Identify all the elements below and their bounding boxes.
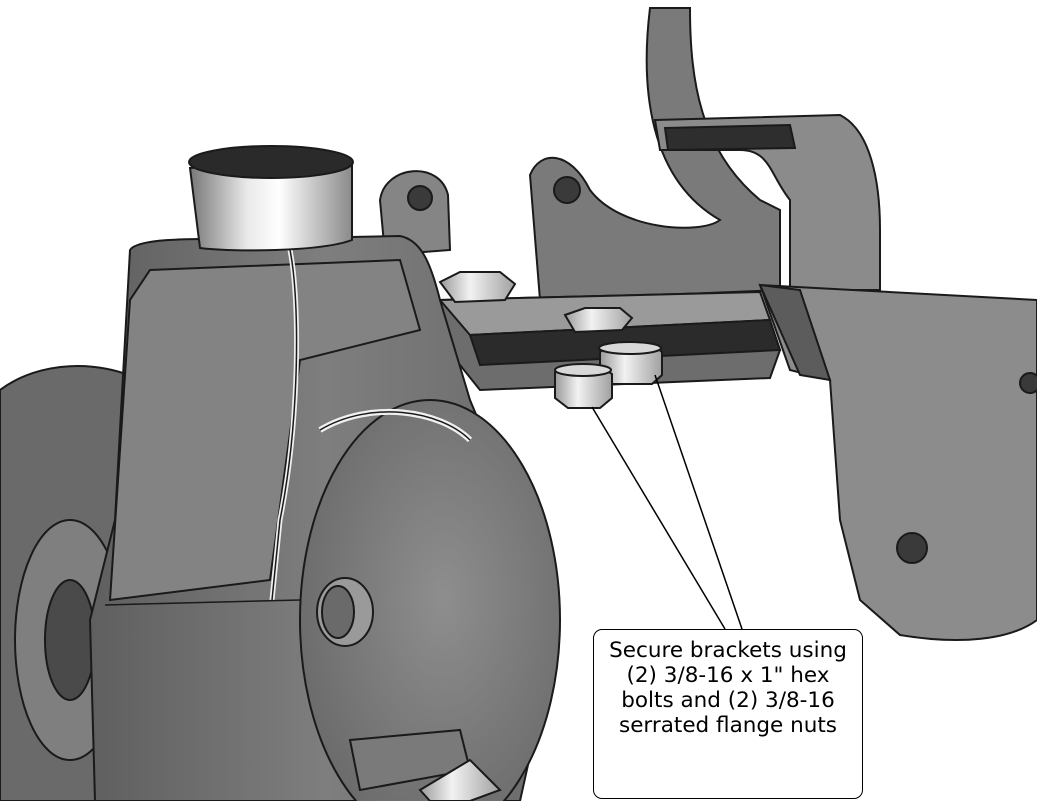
- callout-line-1: Secure brackets using: [609, 638, 847, 663]
- callout-line-2: (2) 3/8-16 x 1" hex: [626, 663, 830, 688]
- callout-line-4: serrated flange nuts: [619, 713, 837, 738]
- callout-leader-lines: [591, 374, 743, 630]
- serrated-flange-nuts: [554, 341, 663, 409]
- right-angle-bracket: [758, 283, 1037, 641]
- callout-box: Secure brackets using (2) 3/8-16 x 1" he…: [593, 629, 863, 799]
- rear-upright-bracket: [528, 7, 881, 302]
- top-cap-cylinder: [188, 145, 354, 252]
- hex-bolt-heads: [438, 271, 634, 334]
- left-mounting-tab: [378, 170, 452, 257]
- large-round-disc: [299, 399, 561, 801]
- callout-line-3: bolts and (2) 3/8-16: [621, 688, 835, 713]
